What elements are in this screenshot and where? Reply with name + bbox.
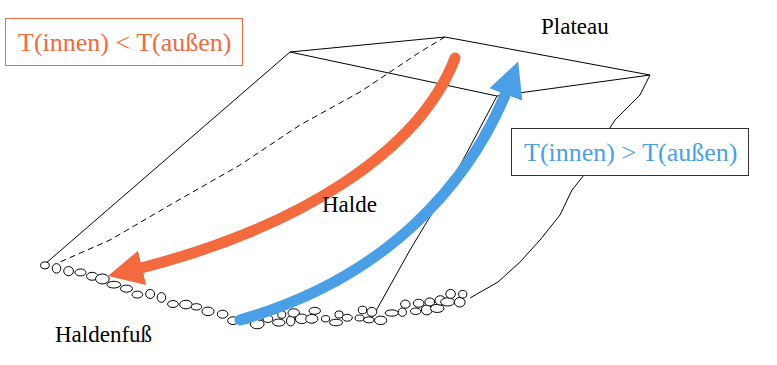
rock bbox=[355, 315, 364, 321]
heap-foot-label: Haldenfuß bbox=[55, 322, 152, 347]
rock bbox=[217, 310, 228, 318]
warm-air-arrow bbox=[125, 58, 455, 272]
rock bbox=[52, 264, 60, 274]
rock bbox=[309, 307, 320, 314]
heap-label: Halde bbox=[322, 192, 377, 217]
temperature-box-cold: T(innen) > T(außen) bbox=[511, 128, 749, 176]
rock bbox=[329, 319, 342, 326]
rock bbox=[168, 301, 179, 308]
rock bbox=[401, 300, 411, 308]
rock bbox=[446, 289, 456, 298]
rock bbox=[132, 291, 143, 298]
rock bbox=[64, 267, 74, 276]
rock bbox=[367, 307, 377, 316]
rock bbox=[410, 308, 421, 314]
rock bbox=[157, 293, 165, 303]
rock bbox=[202, 307, 214, 316]
rock bbox=[431, 304, 444, 312]
rock bbox=[441, 298, 455, 306]
rock bbox=[398, 308, 406, 316]
plateau-surface bbox=[290, 37, 650, 96]
rock bbox=[120, 285, 132, 292]
rock bbox=[342, 314, 352, 321]
rock bbox=[107, 281, 121, 288]
rock bbox=[180, 300, 193, 309]
rock bbox=[385, 310, 398, 316]
cold-air-arrow bbox=[240, 78, 512, 320]
rock bbox=[75, 269, 86, 276]
rock bbox=[454, 297, 465, 307]
rock bbox=[374, 316, 386, 325]
rock bbox=[41, 262, 50, 269]
rock bbox=[321, 316, 329, 322]
rock bbox=[191, 304, 202, 310]
temperature-relation: T(innen) < T(außen) bbox=[18, 27, 231, 58]
plateau-label: Plateau bbox=[541, 14, 609, 39]
rock bbox=[96, 274, 110, 284]
rock bbox=[273, 319, 285, 326]
rock bbox=[459, 290, 467, 297]
rock bbox=[146, 289, 155, 298]
rock bbox=[358, 306, 366, 314]
rock bbox=[306, 314, 318, 323]
temperature-relation: T(innen) > T(außen) bbox=[524, 137, 737, 168]
temperature-box-warm: T(innen) < T(außen) bbox=[5, 18, 243, 66]
rock bbox=[364, 317, 374, 323]
rock bbox=[413, 299, 424, 307]
